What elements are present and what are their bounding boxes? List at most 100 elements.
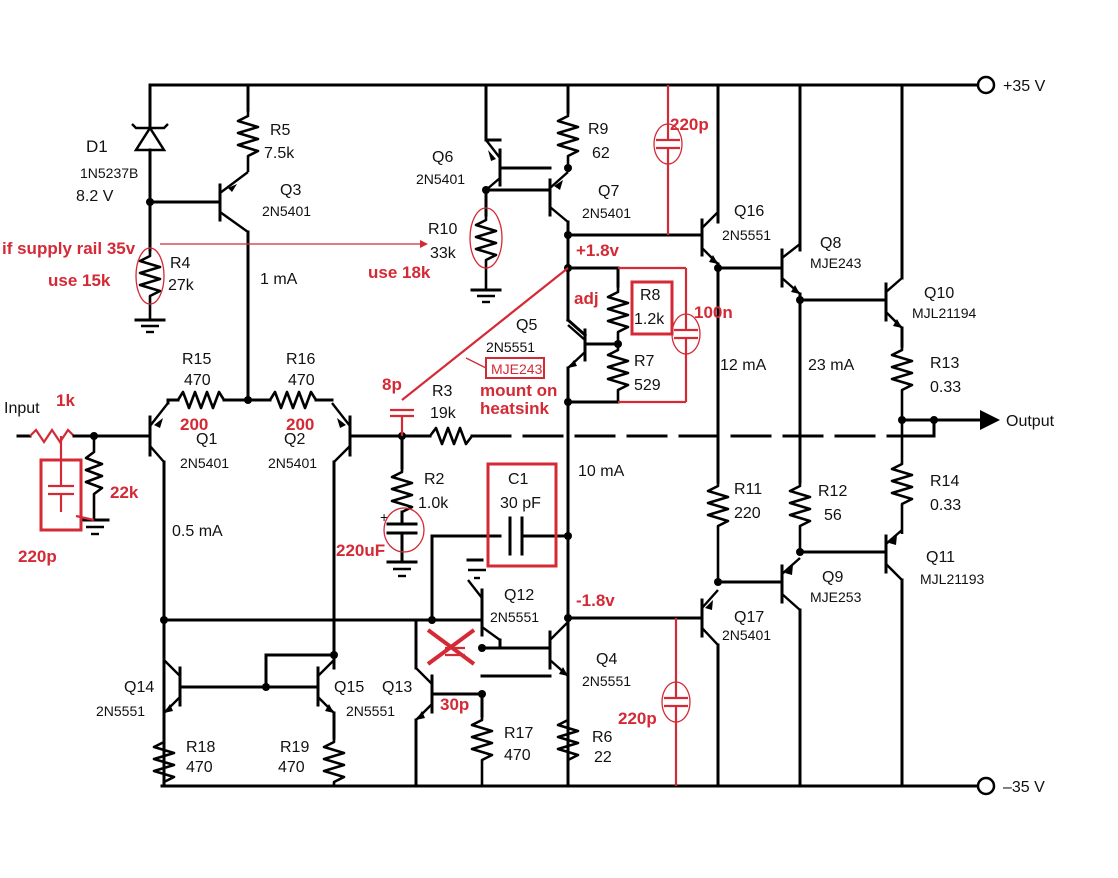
resistor-r4 — [138, 250, 162, 320]
negative-rail-terminal[interactable] — [976, 776, 996, 796]
negative-rail: –35 V — [160, 776, 1045, 796]
r11-value: 220 — [734, 505, 761, 522]
r7-value: 529 — [634, 377, 661, 394]
resistor-r15 — [176, 390, 226, 410]
r19-ref: R19 — [280, 739, 309, 756]
r5-ref: R5 — [270, 122, 291, 139]
c1-highlight-box — [486, 462, 558, 568]
q5-ref: Q5 — [516, 317, 537, 334]
input-stage: + — [16, 390, 892, 788]
cap-220uf-label: 220uF — [336, 541, 385, 560]
input-22k-label: 22k — [110, 483, 139, 502]
q14-ref: Q14 — [124, 679, 154, 696]
q3-current: 1 mA — [260, 271, 298, 288]
output-stage — [564, 83, 1000, 788]
q10-part: MJL21194 — [912, 305, 977, 321]
input-resistor-1k — [29, 428, 75, 444]
r10-value: 33k — [430, 245, 457, 262]
r7-ref: R7 — [634, 353, 655, 370]
r11-ref: R11 — [734, 481, 762, 498]
resistor-r6 — [556, 716, 580, 786]
r12-ref: R12 — [818, 483, 847, 500]
q8-ref: Q8 — [820, 235, 841, 252]
current-mirror — [152, 616, 427, 786]
r14-value: 0.33 — [930, 497, 961, 514]
vas-stage — [414, 462, 580, 788]
r15-value: 470 — [184, 372, 211, 389]
resistor-r9 — [556, 112, 580, 172]
q12-part: 2N5551 — [490, 609, 539, 625]
q14-part: 2N5551 — [96, 703, 145, 719]
output-arrow — [980, 410, 1000, 430]
cap-220p-bottom-label: 220p — [618, 709, 657, 728]
d1-ref: D1 — [86, 137, 108, 156]
d1-value: 8.2 V — [76, 188, 114, 205]
q15-part: 2N5551 — [346, 703, 395, 719]
r6-ref: R6 — [592, 729, 613, 746]
q3-ref: Q3 — [280, 182, 301, 199]
r13-ref: R13 — [930, 355, 959, 372]
r14-ref: R14 — [930, 473, 959, 490]
r12-value: 56 — [824, 507, 842, 524]
positive-rail-terminal[interactable] — [976, 75, 996, 95]
resistor-r8 — [606, 286, 630, 344]
q3-part: 2N5401 — [262, 203, 311, 219]
r8-ref: R8 — [640, 287, 661, 304]
r13-value: 0.33 — [930, 379, 961, 396]
r5-value: 7.5k — [264, 145, 295, 162]
q3-arrow — [228, 184, 237, 192]
modification-notes: if supply rail 35v use 15k use 18k 220p … — [2, 115, 733, 728]
r19-value: 470 — [278, 759, 305, 776]
r9-ref: R9 — [588, 121, 609, 138]
resistor-r14 — [890, 460, 914, 534]
driver-current: 12 mA — [720, 357, 767, 374]
r2-value: 1.0k — [418, 495, 449, 512]
r10-highlight — [469, 207, 503, 269]
r10-ref: R10 — [428, 221, 457, 238]
q17-ref: Q17 — [734, 609, 764, 626]
q2-part: 2N5401 — [268, 455, 317, 471]
resistor-r19 — [322, 738, 346, 786]
mount-label: mount on — [480, 381, 557, 400]
r16-value: 470 — [288, 372, 315, 389]
r4-ref: R4 — [170, 255, 191, 272]
q11-ref: Q11 — [926, 549, 955, 566]
cap-220p-top-label: 220p — [670, 115, 709, 134]
r9-value: 62 — [592, 145, 610, 162]
r18-ref: R18 — [186, 739, 215, 756]
r16-ref: R16 — [286, 351, 315, 368]
cap-8p-label: 8p — [382, 375, 402, 394]
positive-rail: +35 V — [148, 75, 1046, 95]
r3-ref: R3 — [432, 383, 453, 400]
r8-highlight-box — [630, 280, 674, 336]
r17-value: 470 — [504, 747, 531, 764]
q7-ref: Q7 — [598, 183, 619, 200]
supply-rail-note: if supply rail 35v — [2, 239, 136, 258]
positive-rail-label: +35 V — [1003, 78, 1046, 95]
c1-value: 30 pF — [500, 495, 541, 512]
input-cap-220p-label: 220p — [18, 547, 57, 566]
adj-label: adj — [574, 289, 599, 308]
negative-rail-label: –35 V — [1003, 779, 1045, 796]
plus-1-8v-label: +1.8v — [576, 241, 620, 260]
vas-current: 10 mA — [578, 463, 625, 480]
minus-1-8v-label: -1.8v — [576, 591, 615, 610]
resistor-r7 — [606, 344, 630, 402]
predriver-current: 23 mA — [808, 357, 855, 374]
q4-part: 2N5551 — [582, 673, 631, 689]
resistor-r11 — [706, 482, 730, 582]
input-label: Input — [4, 400, 40, 417]
output-label: Output — [1006, 413, 1055, 430]
use-18k-note: use 18k — [368, 263, 431, 282]
r18-value: 470 — [186, 759, 213, 776]
c1-ref: C1 — [508, 471, 529, 488]
q7-part: 2N5401 — [582, 205, 631, 221]
q9-ref: Q9 — [822, 569, 843, 586]
cap-30p-label: 30p — [440, 695, 469, 714]
zener-diode-d1 — [133, 125, 167, 152]
resistor-r5 — [236, 110, 260, 172]
q2-ref: Q2 — [284, 431, 305, 448]
q1-part: 2N5401 — [180, 455, 229, 471]
q6-ref: Q6 — [432, 149, 453, 166]
q5-replacement-label: MJE243 — [491, 361, 543, 377]
